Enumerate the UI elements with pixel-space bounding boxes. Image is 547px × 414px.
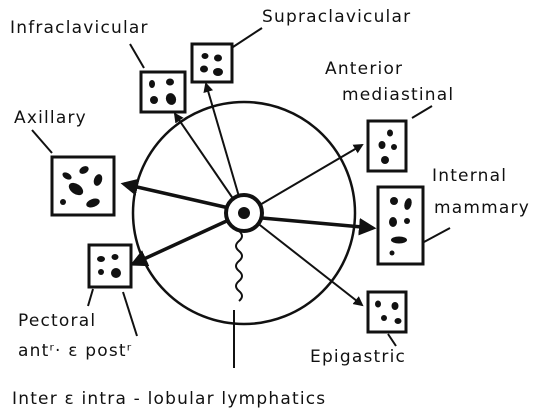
arrow-anterior-mediastinal <box>258 145 362 206</box>
node-infraclavicular <box>141 72 185 112</box>
arrow-epigastric <box>256 222 362 305</box>
node-epigastric <box>368 292 406 332</box>
leader-pectoral-right <box>123 292 137 336</box>
nipple-center <box>226 195 262 231</box>
leader-internal-mammary <box>424 228 450 242</box>
label-epigastric: Epigastric <box>310 347 406 367</box>
lobular-lymphatics-squiggle <box>236 231 242 301</box>
label-pectoral: Pectoral <box>18 311 96 331</box>
leader-anterior-mediastinal <box>412 106 432 118</box>
leader-supraclavicular <box>233 28 262 47</box>
label-anterior: Anterior <box>325 59 403 79</box>
node-anterior-mediastinal <box>368 121 406 171</box>
node-axillary <box>52 157 114 215</box>
label-mammary: mammary <box>434 198 530 218</box>
arrow-internal-mammary <box>262 218 373 228</box>
label-mediastinal: mediastinal <box>342 85 454 105</box>
label-axillary: Axillary <box>14 108 87 128</box>
leader-infraclavicular <box>130 44 144 68</box>
leader-epigastric <box>388 334 396 346</box>
arrow-axillary <box>124 184 229 208</box>
label-lobular-lymphatics: Inter ε intra - lobular lymphatics <box>12 389 326 409</box>
label-internal: Internal <box>432 166 507 186</box>
arrow-pectoral <box>133 219 231 264</box>
label-infraclavicular: Infraclavicular <box>10 18 149 38</box>
node-pectoral <box>89 245 131 287</box>
label-supraclavicular: Supraclavicular <box>262 7 411 27</box>
label-pectoral-sub: antʳ· ε postʳ <box>18 341 132 361</box>
node-internal-mammary <box>378 187 423 264</box>
node-supraclavicular <box>192 44 232 82</box>
leader-pectoral <box>88 289 93 306</box>
leader-axillary <box>32 130 52 153</box>
